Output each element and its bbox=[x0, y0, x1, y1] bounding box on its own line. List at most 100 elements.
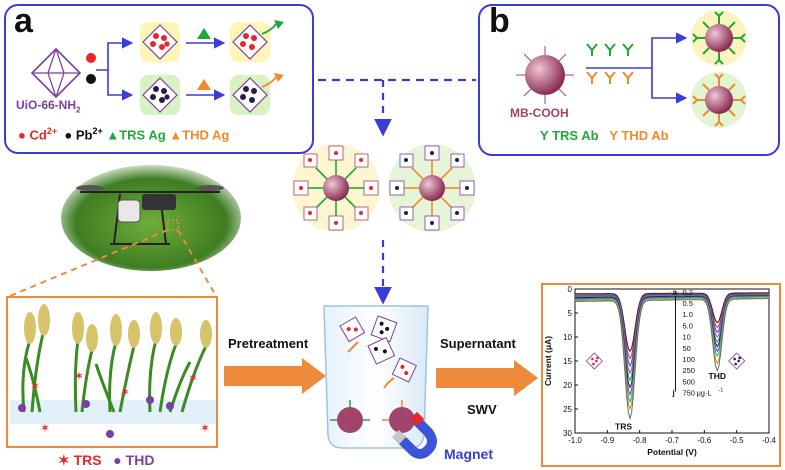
mb-cooh-label: MB-COOH bbox=[510, 106, 569, 120]
mb-cooh-bead-icon bbox=[516, 46, 574, 104]
thd-ag-triangle-icon bbox=[197, 79, 211, 90]
mb-thd-ab-icon bbox=[691, 72, 747, 128]
swv-curve-7 bbox=[575, 295, 769, 397]
beaker-icon bbox=[323, 305, 429, 449]
swv-curve-8 bbox=[574, 296, 769, 404]
cd-mof-marker-ion bbox=[596, 356, 599, 360]
cd-dot bbox=[86, 53, 96, 63]
swv-chart-frame bbox=[541, 283, 781, 467]
x-tick-label: -0.5 bbox=[730, 436, 744, 445]
peak-label-trs: TRS bbox=[615, 422, 632, 432]
legend-concentration: 1.0 bbox=[682, 310, 692, 319]
panel-b-letter: b bbox=[489, 2, 510, 40]
pb-mof-marker bbox=[728, 352, 746, 370]
uio-66-octahedron-icon bbox=[30, 47, 82, 99]
y-tick-label: 10 bbox=[563, 333, 572, 342]
legend-unit: μg·L bbox=[696, 389, 711, 398]
x-tick-label: -0.8 bbox=[633, 436, 647, 445]
legend-concentration: 0.2 bbox=[682, 288, 692, 297]
x-tick-label: -0.6 bbox=[697, 436, 711, 445]
svg-text:✶: ✶ bbox=[200, 421, 210, 435]
panel-b-arrows bbox=[586, 32, 688, 104]
swv-curve-2 bbox=[575, 293, 769, 360]
legend-trs-ag-label: TRS Ag bbox=[119, 127, 166, 143]
legend-pb-charge: 2+ bbox=[92, 126, 103, 136]
peak-label-thd: THD bbox=[709, 371, 726, 381]
pretreatment-label: Pretreatment bbox=[228, 336, 309, 351]
y-tick-label: 15 bbox=[563, 357, 572, 366]
legend-pb-dot-icon: ● bbox=[64, 127, 73, 143]
x-tick-label: -0.7 bbox=[665, 436, 679, 445]
svg-text:✶: ✶ bbox=[74, 369, 84, 383]
x-tick-label: -1.0 bbox=[568, 436, 582, 445]
mof-cd-crystal-icon bbox=[140, 22, 180, 62]
swv-curve-6 bbox=[575, 295, 769, 389]
pb-mof-marker-ion bbox=[738, 356, 741, 360]
y-tick-label: 0 bbox=[568, 285, 573, 294]
svg-text:✶: ✶ bbox=[30, 379, 40, 393]
legend-cd-label: Cd bbox=[29, 127, 47, 143]
legend-concentration: 250 bbox=[682, 366, 695, 375]
legend-bottom-j: j bbox=[671, 389, 674, 398]
legend-thd-ag-label: THD Ag bbox=[182, 127, 230, 143]
legend-header-a: a bbox=[672, 288, 677, 297]
swv-curve-9 bbox=[575, 297, 770, 411]
legend-thd-ag-icon: ▲ bbox=[169, 127, 183, 143]
swv-curve-3 bbox=[575, 293, 769, 368]
magnet-label: Magnet bbox=[444, 446, 493, 462]
y-tick-label: 25 bbox=[563, 405, 572, 414]
field-legend: ✶ TRS ● THD bbox=[58, 452, 154, 469]
immunoprobe-cluster-pb bbox=[388, 144, 476, 232]
y-tick-label: 30 bbox=[563, 429, 572, 438]
trs-ag-triangle-icon bbox=[197, 28, 211, 39]
magnet-icon bbox=[391, 411, 437, 459]
mof-label: UiO-66-NH2 bbox=[16, 98, 80, 114]
ion-dots bbox=[86, 53, 96, 84]
legend-pb-label: Pb bbox=[75, 127, 93, 143]
panel-a-legend: ● Cd2+ ● Pb2+ ▲TRS Ag ▲THD Ag bbox=[18, 126, 229, 142]
cd-mof-marker bbox=[585, 352, 603, 370]
legend-concentration: 50 bbox=[682, 344, 690, 353]
swv-label: SWV bbox=[467, 402, 497, 417]
pretreatment-arrow-icon bbox=[224, 358, 326, 394]
legend-thd-ab-label: THD Ab bbox=[621, 128, 669, 143]
drone-field-photo bbox=[61, 165, 241, 271]
mof-pb-crystal-icon bbox=[140, 75, 180, 115]
legend-concentration: 750 bbox=[682, 389, 695, 398]
legend-concentration: 10 bbox=[682, 333, 690, 342]
legend-trs-ab-icon: Y bbox=[540, 128, 549, 143]
legend-trs-label: TRS bbox=[73, 452, 102, 468]
svg-text:✶: ✶ bbox=[188, 371, 198, 385]
legend-cd-charge: 2+ bbox=[46, 126, 58, 136]
swv-curve-5 bbox=[575, 294, 770, 382]
x-tick-label: -0.4 bbox=[762, 436, 776, 445]
legend-thd-label: THD bbox=[125, 452, 155, 468]
y-tick-label: 20 bbox=[563, 381, 572, 390]
cd-mof-marker-ion bbox=[591, 357, 594, 361]
antibody-group-icon bbox=[586, 43, 634, 84]
legend-trs-ab-label: TRS Ab bbox=[552, 128, 599, 143]
swv-chart: -1.0-0.9-0.8-0.7-0.6-0.5-0.4051015202530… bbox=[543, 285, 776, 457]
mof-label-subscript: 2 bbox=[76, 105, 81, 115]
rice-plants-illustration: ✶ ✶ ✶ ✶ ✶ ✶ bbox=[10, 304, 216, 438]
svg-text:✶: ✶ bbox=[40, 421, 50, 435]
mof-pb-ag-crystal-icon bbox=[230, 73, 284, 115]
x-axis-label: Potential (V) bbox=[647, 447, 697, 457]
legend-concentration: 5.0 bbox=[682, 321, 692, 330]
swv-arrow-icon bbox=[436, 360, 538, 396]
svg-text:✶: ✶ bbox=[120, 385, 130, 399]
mb-trs-ab-icon bbox=[691, 10, 747, 66]
x-tick-label: -0.9 bbox=[600, 436, 614, 445]
swv-curve-10 bbox=[575, 298, 769, 421]
y-axis-label: Current (μA) bbox=[543, 336, 553, 386]
swv-curve-1 bbox=[575, 292, 769, 353]
pb-mof-marker-ion bbox=[733, 357, 736, 361]
legend-unit-sup: -1 bbox=[718, 388, 723, 394]
legend-thd-dot-icon: ● bbox=[113, 452, 122, 468]
legend-concentration: 500 bbox=[682, 377, 695, 386]
legend-thd-ab-icon: Y bbox=[609, 128, 618, 143]
cd-mof-marker-ion bbox=[595, 359, 598, 363]
legend-cd-dot-icon: ● bbox=[18, 127, 26, 143]
